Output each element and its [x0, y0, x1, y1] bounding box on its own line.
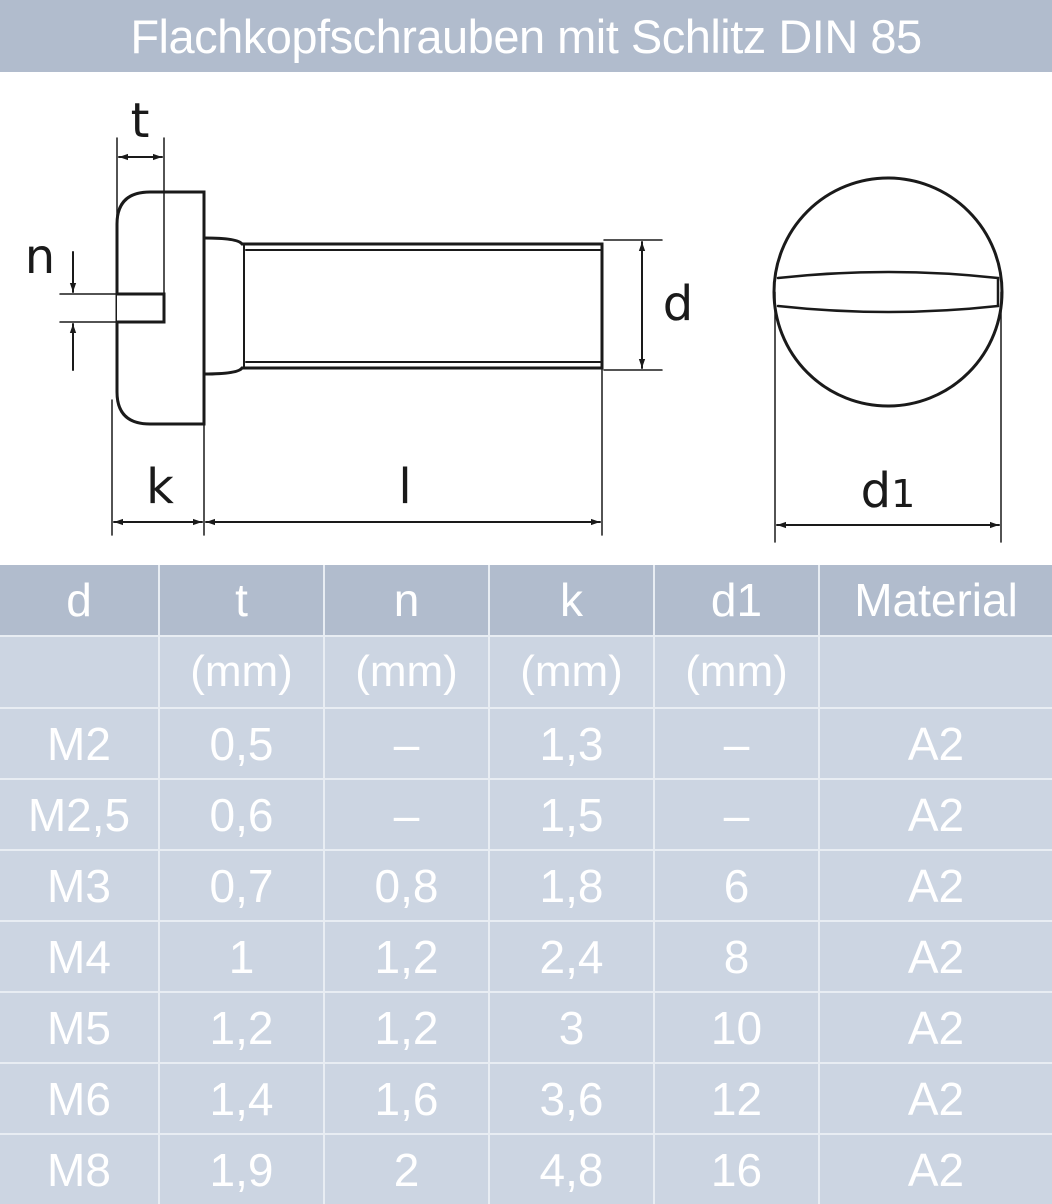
- table-cell: A2: [819, 1063, 1052, 1135]
- table-cell: –: [654, 779, 820, 851]
- header-cell: d: [0, 565, 160, 637]
- table-row: M3 0,7 0,8 1,8 6 A2: [0, 850, 1052, 922]
- unit-cell: (mm): [654, 636, 820, 709]
- header-row: d t n k d1 Material: [0, 565, 1052, 637]
- table-row: M6 1,4 1,6 3,6 12 A2: [0, 1063, 1052, 1135]
- table-cell: M5: [0, 992, 160, 1064]
- table-cell: M3: [0, 850, 160, 922]
- units-row: (mm) (mm) (mm) (mm): [0, 636, 1052, 709]
- table-cell: 3,6: [489, 1063, 655, 1135]
- table-cell: M2,5: [0, 779, 160, 851]
- table-cell: A2: [819, 992, 1052, 1064]
- technical-drawing: t n k l d d1: [0, 72, 1052, 565]
- table-row: M2 0,5 – 1,3 – A2: [0, 708, 1052, 780]
- table-cell: 10: [654, 992, 820, 1064]
- table-cell: 1: [159, 921, 325, 993]
- table-cell: 0,6: [159, 779, 325, 851]
- table-row: M8 1,9 2 4,8 16 A2: [0, 1134, 1052, 1204]
- label-n: n: [25, 229, 55, 285]
- table-cell: 1,4: [159, 1063, 325, 1135]
- label-t: t: [131, 93, 150, 149]
- table-cell: A2: [819, 850, 1052, 922]
- table-cell: –: [324, 708, 490, 780]
- table-cell: A2: [819, 779, 1052, 851]
- header-cell: n: [324, 565, 490, 637]
- label-d1-base: d: [861, 463, 891, 519]
- table-cell: 2,4: [489, 921, 655, 993]
- label-l: l: [398, 459, 411, 515]
- table-row: M5 1,2 1,2 3 10 A2: [0, 992, 1052, 1064]
- table-cell: M2: [0, 708, 160, 780]
- header-cell: d1: [654, 565, 820, 637]
- screw-head-outline: [115, 190, 206, 426]
- table-cell: 1,8: [489, 850, 655, 922]
- header-cell: Material: [819, 565, 1052, 637]
- table-cell: 16: [654, 1134, 820, 1204]
- table-cell: A2: [819, 921, 1052, 993]
- table-cell: 1,6: [324, 1063, 490, 1135]
- table-row: M2,5 0,6 – 1,5 – A2: [0, 779, 1052, 851]
- table-cell: 0,8: [324, 850, 490, 922]
- table-cell: 1,5: [489, 779, 655, 851]
- table-cell: M4: [0, 921, 160, 993]
- table-cell: 12: [654, 1063, 820, 1135]
- top-view-slot: [776, 270, 1000, 314]
- head-slot: [115, 292, 166, 324]
- label-d1-sub: 1: [891, 472, 915, 516]
- table-cell: 0,5: [159, 708, 325, 780]
- unit-cell: [819, 636, 1052, 709]
- table-row: M4 1 1,2 2,4 8 A2: [0, 921, 1052, 993]
- table-cell: 4,8: [489, 1134, 655, 1204]
- shank-outline: [202, 236, 604, 376]
- table-cell: A2: [819, 708, 1052, 780]
- table-cell: 1,2: [324, 921, 490, 993]
- table-cell: 3: [489, 992, 655, 1064]
- screw-head-top-view: [772, 176, 1004, 408]
- screw-drawing-svg: t n k l d d1: [25, 93, 1004, 543]
- table-cell: 8: [654, 921, 820, 993]
- table-cell: 0,7: [159, 850, 325, 922]
- header-cell: t: [159, 565, 325, 637]
- table-cell: –: [324, 779, 490, 851]
- label-k: k: [146, 459, 174, 515]
- label-d1: d1: [861, 463, 916, 519]
- unit-cell: (mm): [159, 636, 325, 709]
- unit-cell: (mm): [324, 636, 490, 709]
- table-cell: M6: [0, 1063, 160, 1135]
- title-bar: Flachkopfschrauben mit Schlitz DIN 85: [0, 0, 1052, 72]
- table-cell: –: [654, 708, 820, 780]
- unit-cell: (mm): [489, 636, 655, 709]
- page-title: Flachkopfschrauben mit Schlitz DIN 85: [130, 9, 922, 63]
- unit-cell: [0, 636, 160, 709]
- table-cell: 1,3: [489, 708, 655, 780]
- table-cell: 1,2: [324, 992, 490, 1064]
- table-cell: M8: [0, 1134, 160, 1204]
- label-d: d: [663, 276, 693, 332]
- spec-table: d t n k d1 Material (mm) (mm) (mm) (mm) …: [0, 565, 1052, 1204]
- table-cell: 1,2: [159, 992, 325, 1064]
- header-cell: k: [489, 565, 655, 637]
- table-cell: 6: [654, 850, 820, 922]
- table-cell: A2: [907, 1143, 965, 1196]
- table-cell: 1,9: [159, 1134, 325, 1204]
- table-cell: 2: [324, 1134, 490, 1204]
